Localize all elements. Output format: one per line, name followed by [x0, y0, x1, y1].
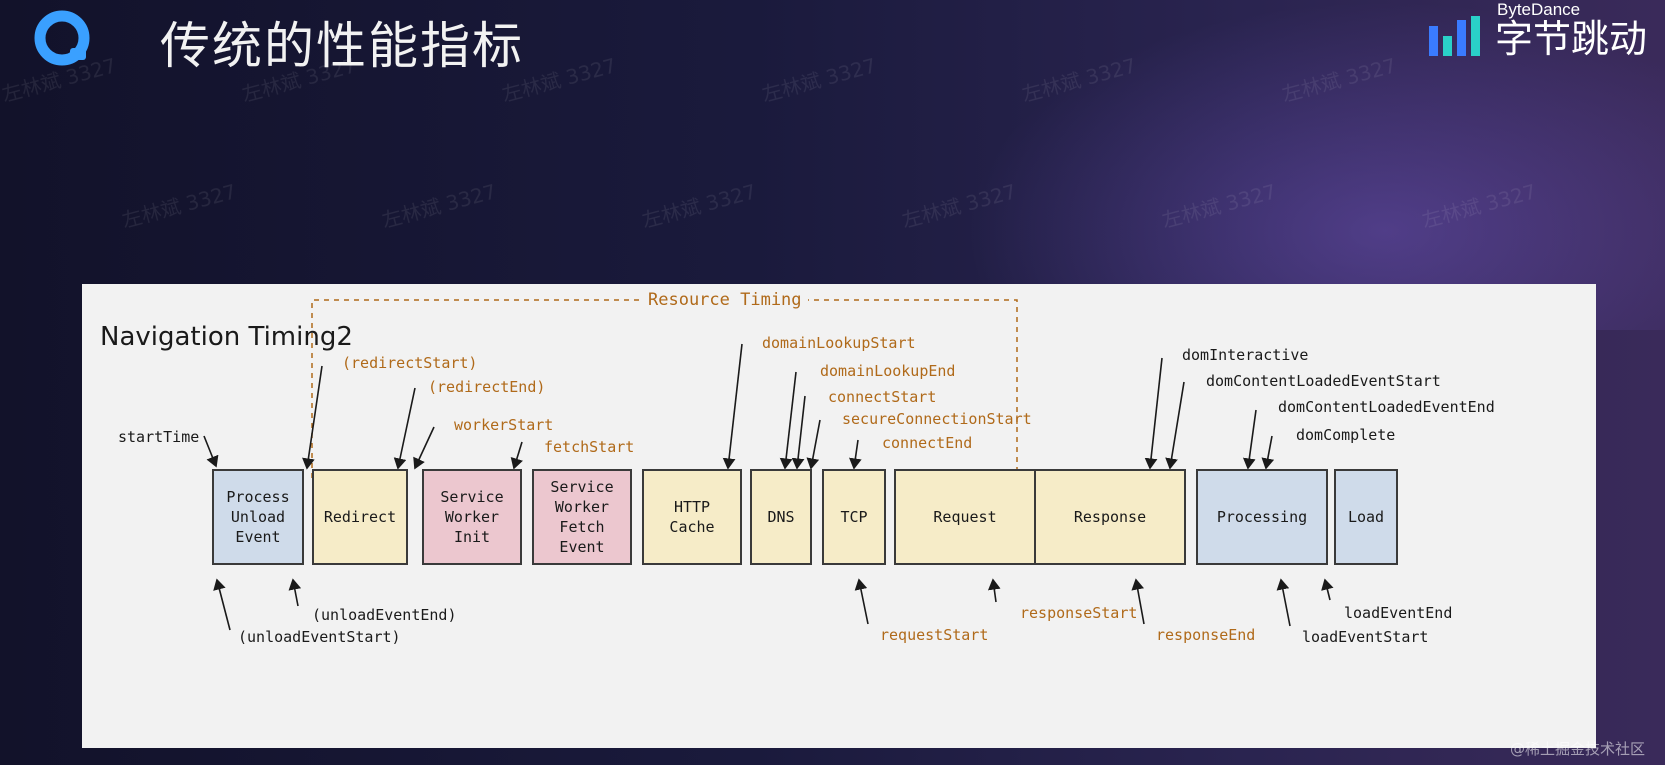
arrow-loadeventend — [1321, 578, 1334, 601]
brand-chinese: 字节跳动 — [1494, 17, 1647, 61]
label-domainlookupstart: domainLookupStart — [762, 334, 916, 352]
box-http-cache: HTTP Cache — [642, 469, 742, 565]
arrow-connectend — [849, 439, 862, 470]
arrow-responseend — [1131, 578, 1145, 625]
slide-title: 传统的性能指标 — [160, 17, 524, 75]
app-logo-icon — [34, 10, 90, 66]
background-glow — [965, 0, 1665, 330]
label-secureconnectionstart: secureConnectionStart — [842, 410, 1032, 428]
box-service-worker-fetch-event: Service Worker Fetch Event — [532, 469, 632, 565]
resource-timing-label: Resource Timing — [642, 290, 808, 310]
label-responseend: responseEnd — [1156, 626, 1256, 644]
arrow-starttime — [203, 435, 219, 468]
box-service-worker-init: Service Worker Init — [422, 469, 522, 565]
label-domcontentloadedeventend: domContentLoadedEventEnd — [1278, 398, 1495, 416]
arrow-unloadeventstart — [213, 578, 231, 631]
label-redirectstart: (redirectStart) — [342, 354, 478, 372]
footer-source: @稀土掘金技术社区 — [1509, 740, 1645, 758]
arrow-domcomplete — [1261, 435, 1275, 470]
label-responsestart: responseStart — [1020, 604, 1138, 622]
arrow-requeststart — [854, 578, 869, 625]
label-starttime: startTime — [118, 428, 200, 446]
arrow-domainlookupend — [779, 371, 797, 470]
diagram-title: Navigation Timing2 — [100, 322, 353, 352]
watermark: 左林斌 3327 — [379, 179, 499, 233]
arrow-dominteractive — [1144, 357, 1163, 470]
bytedance-logo-icon — [1428, 16, 1480, 56]
label-connectend: connectEnd — [882, 434, 973, 452]
box-request: Request — [894, 469, 1036, 565]
label-requeststart: requestStart — [880, 626, 989, 644]
watermark: 左林斌 3327 — [639, 179, 759, 233]
arrow-redirectstart — [302, 365, 323, 470]
label-unloadeventstart: (unloadEventStart) — [238, 628, 401, 646]
arrow-domainlookupstart — [722, 343, 743, 470]
arrow-workerstart — [413, 426, 435, 470]
arrow-unloadeventend — [288, 578, 302, 607]
label-domcontentloadedeventstart: domContentLoadedEventStart — [1206, 372, 1441, 390]
arrow-redirectend — [393, 387, 416, 470]
box-processing: Processing — [1196, 469, 1328, 565]
box-process-unload-event: Process Unload Event — [212, 469, 304, 565]
label-loadeventend: loadEventEnd — [1344, 604, 1453, 622]
box-response: Response — [1034, 469, 1186, 565]
box-redirect: Redirect — [312, 469, 408, 565]
box-load: Load — [1334, 469, 1398, 565]
arrow-connectstart — [791, 395, 806, 470]
bytedance-brand: ByteDance 字节跳动 — [1428, 0, 1647, 61]
label-unloadeventend: (unloadEventEnd) — [312, 606, 457, 624]
watermark: 左林斌 3327 — [759, 53, 879, 107]
label-loadeventstart: loadEventStart — [1302, 628, 1429, 646]
label-connectstart: connectStart — [828, 388, 937, 406]
arrow-domcontentloadedeventstart — [1165, 381, 1185, 470]
arrow-domcontentloadedeventend — [1242, 409, 1257, 470]
label-domcomplete: domComplete — [1296, 426, 1396, 444]
label-workerstart: workerStart — [454, 416, 554, 434]
arrow-responsestart — [987, 578, 1001, 603]
arrow-loadeventstart — [1276, 578, 1291, 627]
brand-english: ByteDance — [1496, 0, 1581, 19]
arrow-secureconnectionstart — [806, 419, 821, 470]
label-redirectend: (redirectEnd) — [428, 378, 546, 396]
watermark: 左林斌 3327 — [119, 179, 239, 233]
label-fetchstart: fetchStart — [544, 438, 635, 456]
label-dominteractive: domInteractive — [1182, 346, 1309, 364]
arrow-fetchstart — [510, 441, 523, 470]
box-tcp: TCP — [822, 469, 886, 565]
navigation-timing-diagram: Resource Timing Navigation Timing2 Proce… — [82, 284, 1596, 748]
label-domainlookupend: domainLookupEnd — [820, 362, 956, 380]
box-dns: DNS — [750, 469, 812, 565]
